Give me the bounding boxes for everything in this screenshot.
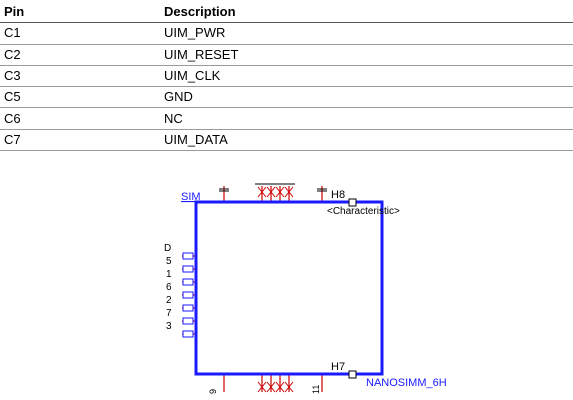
component-body [194, 200, 384, 376]
left-pin-label: 3 [166, 321, 172, 332]
left-pin-label: 2 [166, 295, 172, 306]
cell-pin: C5 [0, 86, 160, 109]
cell-description: UIM_DATA [160, 129, 573, 152]
pin-h7-end [348, 370, 357, 379]
table-header-row: Pin Description [0, 2, 573, 24]
pin-h8-end [348, 198, 357, 207]
cell-pin: C7 [0, 129, 160, 152]
bottom-pin-label: 11 [311, 385, 321, 394]
bottom-pins [223, 374, 323, 392]
bottom-pin-label: 9 [208, 389, 218, 394]
left-pin-label: 1 [166, 269, 172, 280]
left-pin-labels: D 5 1 6 2 7 3 [164, 243, 172, 332]
cell-description: UIM_RESET [160, 44, 573, 66]
cell-description: GND [160, 86, 573, 109]
reference-designator: SIM [181, 191, 201, 203]
left-pin-label: 6 [166, 282, 172, 293]
cell-description: UIM_PWR [160, 22, 573, 45]
cell-pin: C2 [0, 44, 160, 66]
left-pin-ends [182, 252, 194, 338]
cell-pin: C3 [0, 65, 160, 88]
pin-h7-label: H7 [331, 361, 345, 373]
left-pin-label: D [164, 243, 171, 254]
bottom-no-connect-marks [257, 381, 294, 393]
cell-pin: C6 [0, 107, 160, 130]
part-name-label: NANOSIMM_6H [366, 377, 447, 389]
cell-pin: C1 [0, 22, 160, 45]
pin-h8-label: H8 [331, 189, 345, 201]
column-header-pin: Pin [0, 2, 160, 24]
left-pin-label: 5 [166, 256, 172, 267]
top-no-connect-marks [257, 186, 294, 198]
characteristic-label: <Characteristic> [327, 206, 400, 217]
cell-description: UIM_CLK [160, 65, 573, 88]
left-pin-label: 7 [166, 308, 172, 319]
top-pin-ticks [219, 183, 327, 192]
column-header-description: Description [160, 2, 573, 24]
cell-description: NC [160, 107, 573, 130]
